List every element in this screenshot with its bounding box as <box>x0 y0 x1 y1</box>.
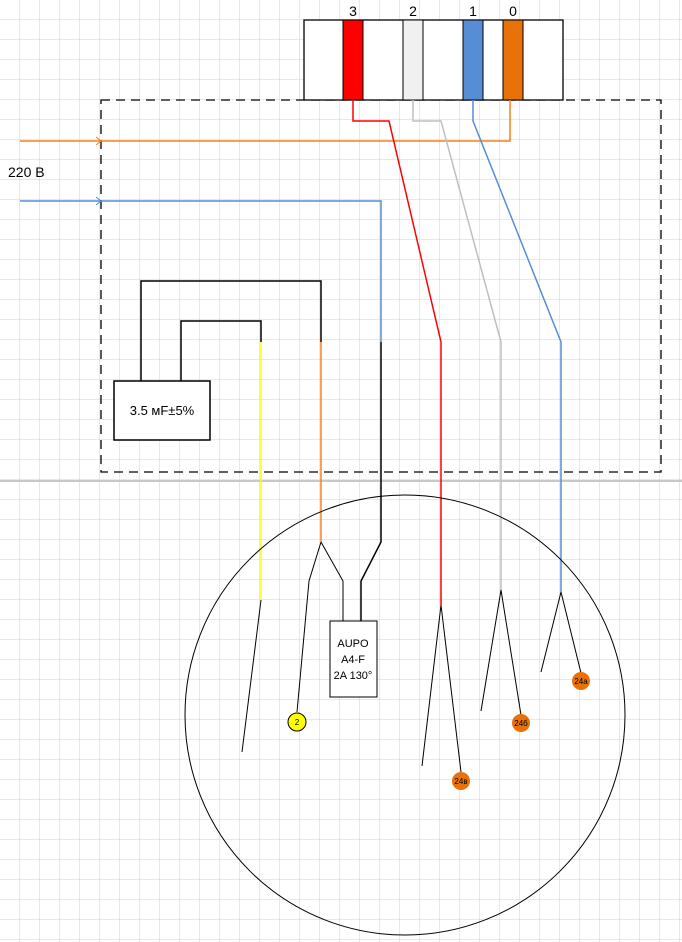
winding-lead <box>241 599 262 753</box>
switch-contact-3 <box>342 19 364 101</box>
switch-label-0: 0 <box>509 3 517 19</box>
capacitor-label: 3.5 мF±5% <box>130 403 195 418</box>
winding-lead <box>296 541 322 713</box>
terminal-label: 2 <box>295 718 300 727</box>
wire-black-common <box>360 342 382 621</box>
speed-switch: 3 2 1 0 <box>303 3 564 101</box>
terminal-2: 2 <box>287 712 307 732</box>
thermal-fuse <box>329 620 378 698</box>
capacitor-lead-inner <box>180 320 262 381</box>
arrow-icon <box>95 196 102 206</box>
terminal-label: 24б <box>514 719 528 728</box>
terminal-24v: 24в <box>452 772 470 790</box>
switch-label-2: 2 <box>409 3 417 19</box>
switch-label-1: 1 <box>469 3 477 19</box>
thermal-fuse-line3: 2A 130° <box>334 670 373 682</box>
terminal-label: 24в <box>454 777 467 786</box>
switch-contact-1 <box>462 19 484 101</box>
fuse-lead <box>320 541 344 621</box>
wire-red <box>352 100 442 605</box>
motor-outline <box>184 494 626 936</box>
supply-wire-blue <box>20 200 382 342</box>
switch-contact-2 <box>402 19 424 101</box>
terminal-24a: 24а <box>572 672 590 690</box>
supply-voltage-label: 220 В <box>8 164 45 180</box>
terminal-label: 24а <box>574 677 588 686</box>
switch-label-3: 3 <box>349 3 357 19</box>
switch-contact-0 <box>502 19 524 101</box>
winding-lead <box>480 589 522 716</box>
thermal-fuse-line2: A4-F <box>341 654 365 666</box>
arrow-icon <box>95 136 102 146</box>
winding-lead <box>421 604 462 773</box>
capacitor <box>113 380 211 441</box>
supply-wire-orange <box>20 100 511 142</box>
thermal-fuse-line1: AUPO <box>337 638 369 650</box>
wire-blue <box>472 100 562 592</box>
capacitor-lead-outer <box>140 280 322 381</box>
winding-lead <box>540 591 582 674</box>
terminal-24b: 24б <box>512 714 530 732</box>
wire-grey <box>412 100 502 590</box>
